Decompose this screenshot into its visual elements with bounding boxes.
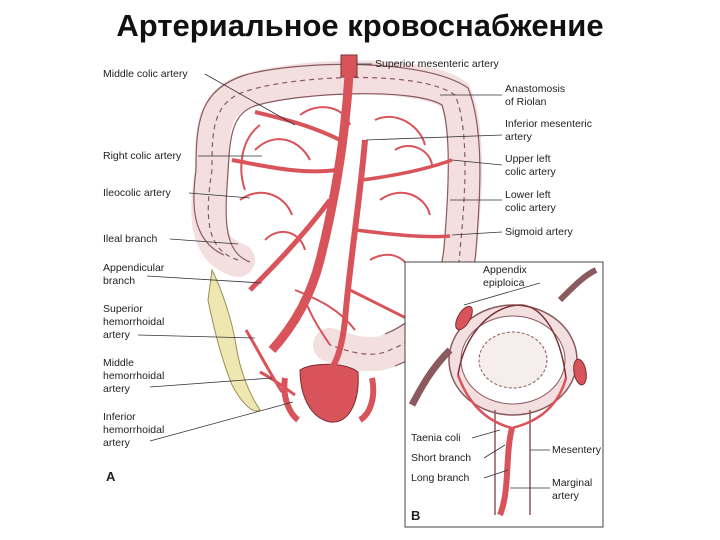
label-marginal-line1: Marginal (552, 477, 592, 489)
label-inferior-mesenteric-line2: artery (505, 131, 533, 143)
label-right-colic-artery: Right colic artery (103, 150, 182, 162)
label-inferior-hemorrhoidal-line1: Inferior (103, 411, 136, 423)
label-upper-left-colic-line1: Upper left (505, 153, 551, 165)
label-middle-hemorrhoidal-line2: hemorrhoidal (103, 370, 164, 382)
label-ileocolic-artery: Ileocolic artery (103, 187, 171, 199)
label-superior-hemorrhoidal-line3: artery (103, 329, 131, 341)
label-appendicular-line1: Appendicular (103, 262, 165, 274)
label-superior-hemorrhoidal-line1: Superior (103, 303, 143, 315)
panel-b-letter: B (411, 508, 420, 523)
label-upper-left-colic-line2: colic artery (505, 166, 557, 178)
label-short-branch: Short branch (411, 452, 471, 464)
label-ileal-branch: Ileal branch (103, 233, 157, 245)
label-inferior-hemorrhoidal-line2: hemorrhoidal (103, 424, 164, 436)
label-appendix-line1: Appendix (483, 264, 528, 276)
label-appendicular-line2: branch (103, 275, 135, 287)
panel-a-letter: A (106, 469, 116, 484)
label-marginal-line2: artery (552, 490, 580, 502)
label-anastomosis-line1: Anastomosis (505, 83, 565, 95)
label-appendix-line2: epiploica (483, 277, 525, 289)
label-middle-colic-artery: Middle colic artery (103, 68, 188, 80)
label-middle-hemorrhoidal-line3: artery (103, 383, 131, 395)
label-superior-hemorrhoidal-line2: hemorrhoidal (103, 316, 164, 328)
label-long-branch: Long branch (411, 472, 470, 484)
label-inferior-hemorrhoidal-line3: artery (103, 437, 131, 449)
label-middle-hemorrhoidal-line1: Middle (103, 357, 134, 369)
label-taenia-coli: Taenia coli (411, 432, 461, 444)
label-inferior-mesenteric-line1: Inferior mesenteric (505, 118, 592, 130)
label-lower-left-colic-line1: Lower left (505, 189, 551, 201)
label-superior-mesenteric-artery: Superior mesenteric artery (375, 58, 499, 70)
label-anastomosis-line2: of Riolan (505, 96, 547, 108)
label-sigmoid-artery: Sigmoid artery (505, 226, 573, 238)
label-lower-left-colic-line2: colic artery (505, 202, 557, 214)
label-mesentery: Mesentery (552, 444, 602, 456)
